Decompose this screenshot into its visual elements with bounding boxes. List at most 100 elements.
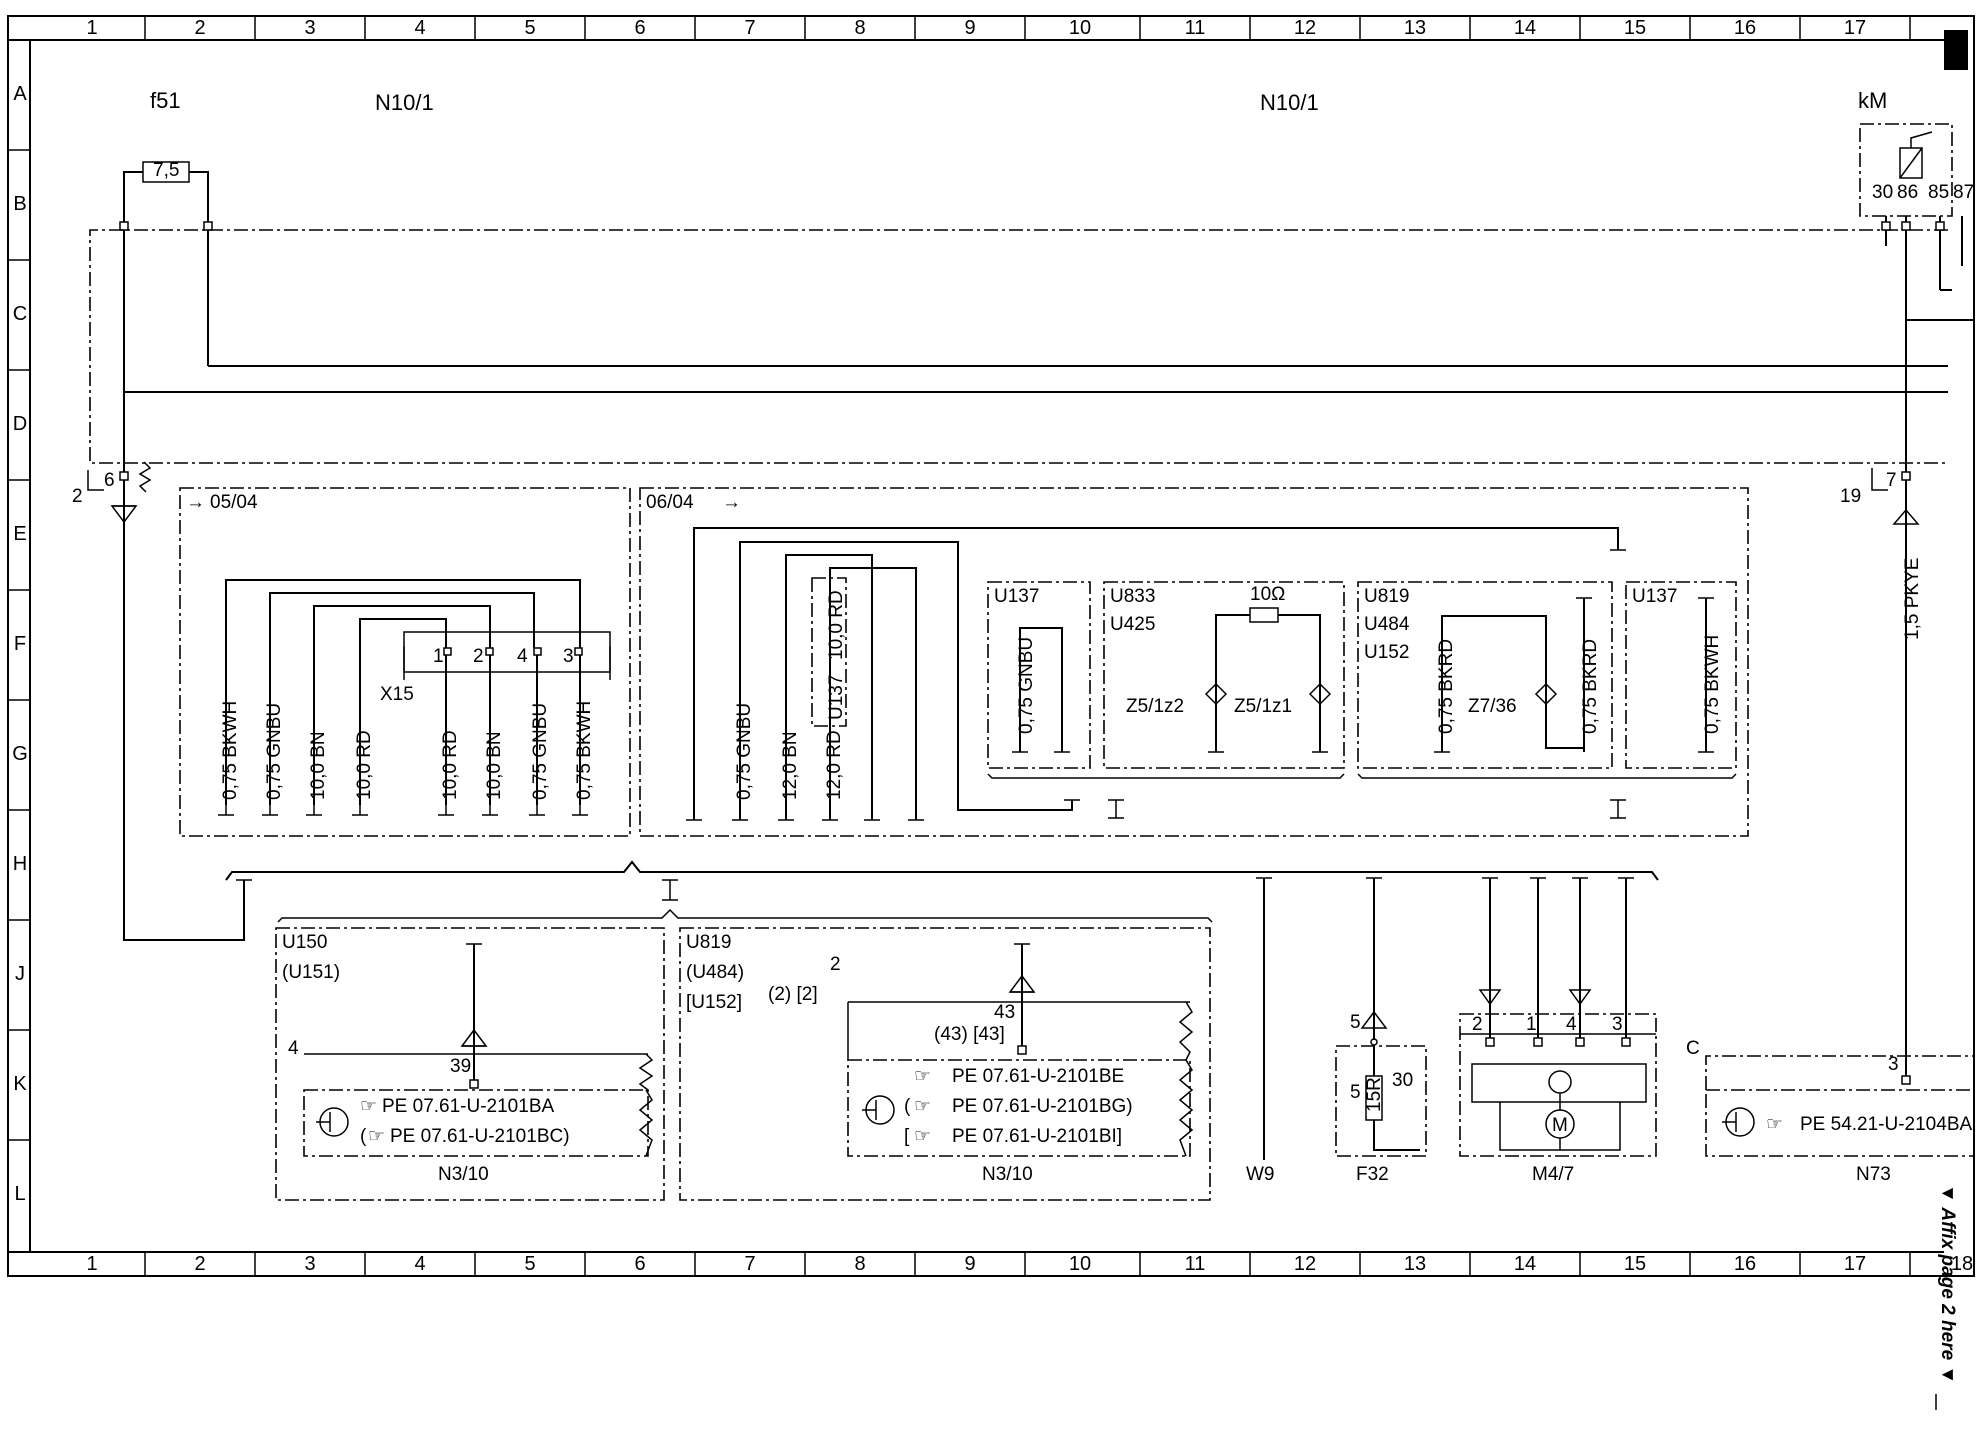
col-label: 4 — [414, 1253, 425, 1275]
column-numbers-top: 1 2 3 4 5 6 7 8 9 10 11 12 13 14 15 16 1… — [86, 17, 1866, 39]
motor-label: M — [1552, 1115, 1568, 1136]
n310a-ref: PE 07.61-U-2101BA — [382, 1096, 554, 1117]
w9: W9 — [1246, 877, 1275, 1185]
col-label: 7 — [744, 17, 755, 39]
wire-label: 10,0 RD — [440, 730, 461, 800]
sub1-code: U137 — [994, 586, 1039, 607]
col-label: 11 — [1185, 17, 1206, 39]
row-label: K — [13, 1073, 27, 1095]
wire-label: 10,0 BN — [484, 731, 505, 800]
col-label: 11 — [1185, 1253, 1206, 1275]
n310a-pin-left: 4 — [288, 1038, 299, 1059]
ref-icon: ☞ — [360, 1096, 377, 1117]
col-label: 3 — [304, 1253, 315, 1275]
corner-mark — [1944, 30, 1968, 70]
box-0504-arrow: → — [186, 492, 205, 513]
fuse-f51: 7,5 — [119, 160, 213, 231]
row-label: H — [13, 853, 27, 875]
ref-icon: ☞ — [914, 1096, 931, 1117]
ref-icon: ☞ — [368, 1126, 385, 1147]
pin-2-label: 2 — [72, 486, 83, 507]
conn-pin: 3 — [563, 646, 574, 667]
w9-label: W9 — [1246, 1164, 1275, 1185]
col-label: 1 — [86, 1253, 97, 1275]
box-0504-label: 05/04 — [210, 492, 258, 513]
row-letters: A B C D E F G H J K L — [12, 83, 28, 1205]
f32-pin: 5 — [1350, 1012, 1361, 1033]
col-label: 16 — [1734, 1253, 1756, 1275]
row-label: F — [14, 633, 26, 655]
sub3-wire1: 0,75 BKRD — [1436, 639, 1457, 734]
ref-icon: ☞ — [914, 1066, 931, 1087]
resistor-label: 10Ω — [1250, 584, 1285, 605]
m47-pin: 4 — [1566, 1014, 1577, 1035]
m47-pin: 3 — [1612, 1014, 1623, 1035]
n73-label-c: C — [1686, 1038, 1700, 1059]
m47-pin: 1 — [1526, 1014, 1537, 1035]
col-label: 10 — [1069, 17, 1091, 39]
box-0604-arrow: → — [722, 492, 741, 513]
col-label: 14 — [1514, 1253, 1536, 1275]
col-label: 12 — [1294, 1253, 1316, 1275]
col-label: 13 — [1404, 17, 1426, 39]
sub3-code: U152 — [1364, 642, 1409, 663]
conn-pin: 1 — [433, 646, 444, 667]
col-label: 1 — [86, 17, 97, 39]
n310b-pin: 43 — [994, 1002, 1015, 1023]
wire-label: 10,0 BN — [308, 731, 329, 800]
col-label: 9 — [964, 1253, 975, 1275]
pin-7-right: 7 19 1,5 PKYE — [1840, 468, 1923, 1084]
n310a-ref-paren: ( — [360, 1126, 367, 1147]
f32-name: F32 — [1356, 1164, 1389, 1185]
relay-pin: 30 — [1872, 182, 1893, 203]
wire-label: 0,75 GNBU — [530, 703, 551, 800]
sub2-code: U425 — [1110, 614, 1155, 635]
n10-right-label: N10/1 — [1260, 90, 1319, 115]
ref-icon: ☞ — [914, 1126, 931, 1147]
n310b-code: U819 — [686, 932, 731, 953]
n310a-pin: 39 — [450, 1056, 471, 1077]
km-relay: 30 86 85 87 — [1859, 123, 1974, 472]
col-label: 4 — [414, 17, 425, 39]
row-ticks — [8, 149, 30, 1141]
relay-pin: 86 — [1897, 182, 1918, 203]
m4-7: 2 1 4 3 M M4/7 — [1459, 877, 1657, 1185]
box-06-04: 06/04 → 10,0 RD U137 0,75 GNBU 12,0 BN 1… — [639, 487, 1749, 837]
n73: C 3 ☞ PE 54.21-U-2104BA N73 — [1686, 1038, 1975, 1185]
sub4-code: U137 — [1632, 586, 1677, 607]
f32-inner-left: 5 — [1350, 1082, 1361, 1103]
row-label: D — [13, 413, 27, 435]
wire-label: 0,75 GNBU — [264, 703, 285, 800]
n310a-code: U150 — [282, 932, 327, 953]
n3-10-left: U150 (U151) 4 39 ☞ PE 07.61-U-2101BA ( ☞… — [275, 927, 665, 1201]
col-label: 17 — [1844, 1253, 1866, 1275]
col-label: 17 — [1844, 17, 1866, 39]
col-label: 12 — [1294, 17, 1316, 39]
n310b-ref: PE 07.61-U-2101BE — [952, 1066, 1124, 1087]
row-label: J — [15, 963, 25, 985]
bus-brace — [225, 860, 1659, 940]
inner-wire-label: 10,0 RD — [826, 590, 847, 660]
pin-19-label: 19 — [1840, 486, 1861, 507]
sub1-wire: 0,75 GNBU — [1016, 637, 1037, 734]
wire-label: 0,75 GNBU — [734, 703, 755, 800]
ref-icon: ☞ — [1766, 1114, 1783, 1135]
box-05-04: → 05/04 X15 1 2 4 3 — [179, 487, 631, 837]
row-label: E — [13, 523, 26, 545]
col-label: 16 — [1734, 17, 1756, 39]
sub3-code: U819 — [1364, 586, 1409, 607]
wire-label: 10,0 RD — [354, 730, 375, 800]
n3-10-mid: U819 (U484) [U152] (2) [2] 2 43 (43) [43… — [679, 927, 1211, 1201]
wire-label: 0,75 BKWH — [574, 701, 595, 800]
col-label: 2 — [194, 1253, 205, 1275]
z5-right: Z5/1z1 — [1234, 696, 1292, 717]
n310b-pin-alt: (43) [43] — [934, 1024, 1005, 1045]
f32: 5 5 15R 30 F32 — [1335, 877, 1427, 1185]
col-label: 10 — [1069, 1253, 1091, 1275]
n10-1-module — [89, 229, 1948, 472]
sub3-code: U484 — [1364, 614, 1410, 635]
relay-pin: 85 — [1928, 182, 1949, 203]
row-label: B — [13, 193, 26, 215]
z5-left: Z5/1z2 — [1126, 696, 1184, 717]
